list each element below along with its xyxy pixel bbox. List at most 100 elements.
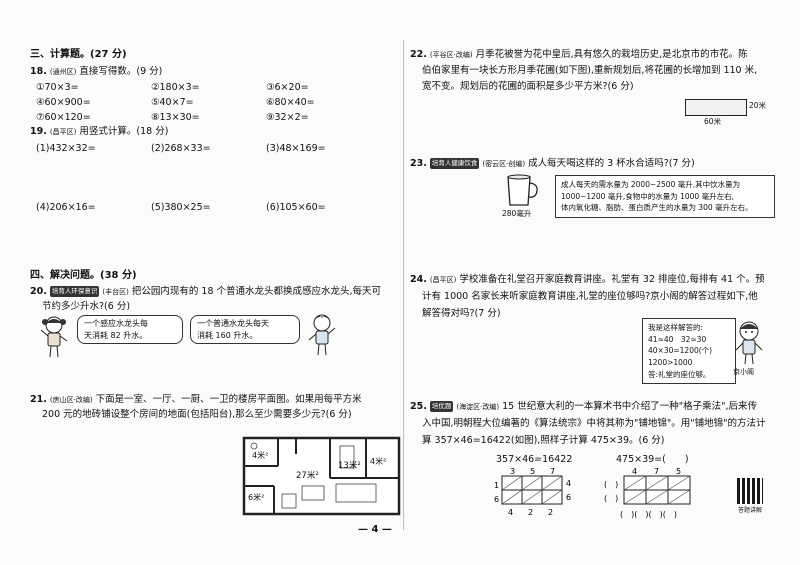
q24-text1: 学校准备在礼堂召开家庭教育讲座。礼堂有 32 排座位,每排有 41 个。预	[459, 274, 765, 285]
q21-line1: 21. (房山区·改编) 下面是一室、一厅、一厨、一卫的楼房平面图。如果用每平方…	[30, 392, 362, 407]
bubble-line: 消耗 160 升水。	[197, 330, 258, 340]
q18-header: 18. (通州区) 直接写得数。(9 分)	[30, 64, 162, 79]
q20-tag: (丰台区)	[102, 288, 129, 296]
q19-number: 19.	[30, 126, 47, 137]
lattice-result-digit: 4	[508, 508, 513, 517]
q19-header: 19. (昌平区) 用竖式计算。(18 分)	[30, 124, 168, 139]
q18-item: ③6×20=	[266, 82, 309, 93]
q19-row2: (4)206×16= (5)380×25= (6)105×60=	[36, 200, 381, 215]
q19-row1: (1)432×32= (2)268×33= (3)48×169=	[36, 141, 381, 156]
q21-text1: 下面是一室、一厅、一厨、一卫的楼房平面图。如果用每平方米	[95, 394, 362, 405]
q22-text1: 月季花被誉为花中皇后,具有悠久的栽培历史,是北京市的市花。陈	[475, 49, 748, 60]
q18-item: ④60×900=	[36, 97, 91, 109]
q25-number: 25.	[410, 401, 427, 412]
work-line: 40×30=1200(个)	[648, 346, 713, 356]
q18-item: ⑨32×2=	[266, 112, 309, 124]
lattice-answer-blank: ( )	[604, 494, 618, 503]
q23-tag: (密云区·创编)	[482, 160, 526, 168]
q19-item: (1)432×32=	[36, 143, 96, 154]
q23-info-box: 成人每天的需水量为 2000~2500 毫升,其中饮水量为 1000~1200 …	[555, 175, 775, 218]
q19-item: (4)206×16=	[36, 202, 96, 213]
q22-text3: 宽不变。规划后的花圃的面积是多少平方米?(6 分)	[422, 81, 634, 92]
qr-code-icon[interactable]	[737, 478, 763, 504]
q24-number: 24.	[410, 274, 427, 285]
lattice-result-digit: 1	[494, 481, 499, 490]
length-label: 60米	[704, 117, 722, 126]
lattice-top-digit: 5	[530, 467, 535, 476]
lattice-answer-blank: ( )	[604, 480, 618, 489]
q25-badge: 培优题	[429, 401, 454, 412]
q18-item: ②180×3=	[151, 82, 200, 93]
q18-tag: (通州区)	[49, 68, 77, 76]
q18-item: ⑥80×40=	[266, 97, 315, 109]
flower-bed-rectangle	[685, 99, 747, 116]
bubble-line: 一个感应水龙头每	[84, 319, 148, 328]
q18-item: ⑦60×120=	[36, 112, 91, 124]
work-line: 答:礼堂的座位够。	[648, 369, 711, 379]
room-area-label: 4米²	[252, 450, 268, 460]
room-area-label: 27米²	[296, 470, 319, 481]
q19-item: (6)105×60=	[266, 202, 326, 213]
lattice-side-digit: 6	[566, 493, 571, 502]
q21-number: 21.	[30, 394, 47, 405]
q20-badge: 培育人环保意识	[49, 286, 100, 297]
q20-text1: 把公园内现有的 18 个普通水龙头都换成感应水龙头,每天可	[131, 286, 382, 297]
bubble-line: 一个普通水龙头每天	[197, 319, 269, 328]
q19-tag: (昌平区)	[49, 128, 77, 136]
width-label: 20米	[749, 101, 767, 110]
q23-text: 成人每天喝这样的 3 杯水合适吗?(7 分)	[528, 158, 695, 169]
work-line: 我是这样解答的:	[648, 323, 704, 332]
q19-item: (3)48×169=	[266, 143, 326, 154]
q19-item: (5)380×25=	[151, 202, 211, 213]
info-line: 体内氧化糖、脂肪、蛋白质产生的水量为 300 毫升左右。	[561, 203, 753, 213]
q18-number: 18.	[30, 66, 47, 77]
floor-plan-diagram: 4米² 13米² 4米² 27米² 6米²	[242, 436, 401, 516]
q18-text: 直接写得数。(9 分)	[79, 66, 163, 77]
info-line: 成人每天的需水量为 2000~2500 毫升,其中饮水量为	[561, 180, 741, 189]
lattice-result-digit: 2	[528, 508, 533, 517]
girl-figure-icon	[40, 316, 68, 358]
q25-text3: 算 357×46=16422(如图),照样子计算 475×39。(6 分)	[422, 435, 665, 446]
work-line: 1200>1000	[648, 357, 693, 367]
q22-line1: 22. (平谷区·改编) 月季花被誉为花中皇后,具有悠久的栽培历史,是北京市的市…	[410, 47, 748, 62]
q24-tag: (昌平区)	[429, 276, 457, 284]
qr-caption: 答题讲解	[738, 507, 763, 514]
q22-number: 22.	[410, 49, 427, 60]
bubble-line: 天消耗 82 升水。	[84, 330, 148, 340]
q24-text3: 解答得对吗?(7 分)	[422, 308, 501, 319]
section3-title: 三、计算题。(27 分)	[30, 49, 127, 60]
cup-icon	[507, 174, 538, 206]
q23-number: 23.	[410, 158, 427, 169]
left-column: 三、计算题。(27 分) 18. (通州区) 直接写得数。(9 分) ①70×3…	[30, 0, 401, 565]
q24-line1: 24. (昌平区) 学校准备在礼堂召开家庭教育讲座。礼堂有 32 排座位,每排有…	[410, 272, 765, 287]
lattice-top-digit: 5	[676, 467, 681, 476]
right-column: 22. (平谷区·改编) 月季花被誉为花中皇后,具有悠久的栽培历史,是北京市的市…	[410, 0, 780, 565]
q19-item: (2)268×33=	[151, 143, 211, 154]
q24-text2: 计有 1000 名家长来听家庭教育讲座,礼堂的座位够吗?京小阁的解答过程如下,他	[422, 291, 758, 302]
q25-example-equation: 357×46=16422	[496, 454, 573, 465]
character-name: 京小阁	[733, 368, 754, 376]
info-line: 1000~1200 毫升,食物中的水量为 1000 毫升左右,	[561, 191, 734, 201]
lattice-side-digit: 4	[566, 479, 571, 488]
q21-text2: 200 元的地砖铺设整个房间的地面(包括阳台),那么至少需要多少元?(6 分)	[42, 409, 352, 420]
lattice-top-digit: 3	[510, 467, 515, 476]
q18-items: ①70×3= ②180×3= ③6×20= ④60×900= ⑤40×7= ⑥8…	[36, 80, 381, 126]
lattice-example-diagram: 3 5 7 4 6 1 6 4 2 2	[494, 467, 571, 517]
section4-title: 四、解决问题。(38 分)	[30, 270, 137, 281]
q25-task-equation: 475×39=( )	[616, 454, 689, 465]
q20-bubble-sensor: 一个感应水龙头每 天消耗 82 升水。	[77, 315, 183, 345]
boy-figure-icon	[308, 314, 336, 356]
q20-line1: 20. 培育人环保意识 (丰台区) 把公园内现有的 18 个普通水龙头都换成感应…	[30, 284, 381, 299]
q25-text2: 入中国,明朝程大位编著的《算法统宗》中将其称为"铺地锦"。用"铺地锦"的方法计	[422, 418, 766, 429]
lattice-result-digit: 6	[494, 495, 499, 504]
cup-capacity-label: 280毫升	[502, 209, 532, 218]
room-area-label: 6米²	[248, 492, 264, 502]
lattice-result-digit: 2	[548, 508, 553, 517]
q20-bubble-normal: 一个普通水龙头每天 消耗 160 升水。	[190, 315, 300, 345]
room-area-label: 13米²	[338, 460, 361, 471]
lattice-answer-blank: ( )( )( )( )	[620, 510, 677, 519]
q23-header: 23. 培育人健康饮食 (密云区·创编) 成人每天喝这样的 3 杯水合适吗?(7…	[410, 156, 695, 171]
work-line: 41≈40 32≈30	[648, 334, 707, 344]
room-area-label: 4米²	[370, 456, 386, 466]
